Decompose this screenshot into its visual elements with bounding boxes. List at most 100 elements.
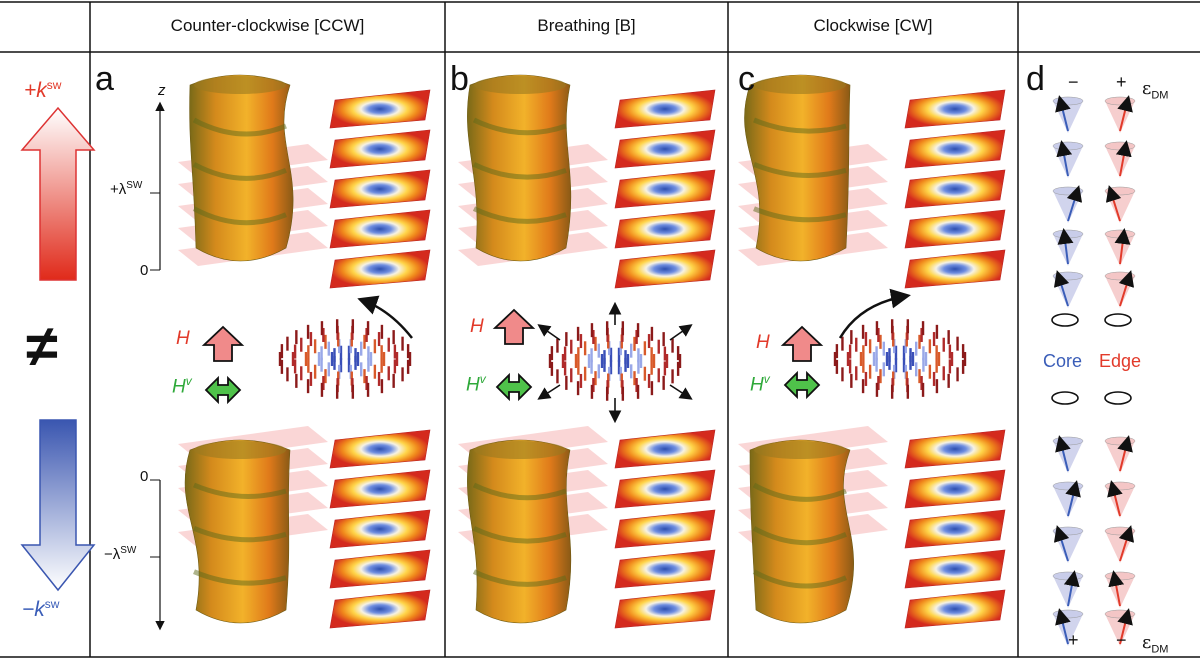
d-edge-top-3-rim [1104, 229, 1136, 239]
c-bottom-slab-2 [904, 509, 1006, 549]
d-loop-2 [1051, 391, 1079, 405]
d-edge-top-2-rim [1104, 186, 1136, 196]
d-top-minus: − [1068, 72, 1079, 92]
a-top-slab-face-3 [329, 209, 431, 249]
d-edge-bottom-3 [1104, 570, 1136, 608]
d-core-bottom-1 [1052, 480, 1084, 518]
d-core-top-3-rim [1052, 229, 1084, 239]
header-breathing: Breathing [B] [537, 16, 636, 35]
plus-lambda-sup: SW [126, 180, 143, 191]
b-bottom-slab-face-1 [614, 469, 716, 509]
a-bottom-slab-1 [329, 469, 431, 509]
c-bottom-slab-face-3 [904, 549, 1006, 589]
a-bottom-slab-2 [329, 509, 431, 549]
d-core-top-0 [1052, 95, 1084, 133]
c-top-slab-4 [904, 249, 1006, 289]
a-top-slab-2 [329, 169, 431, 209]
d-core-bottom-4-spin [1055, 608, 1071, 645]
b-bottom-tube-band-1 [472, 526, 567, 544]
b-vortex [548, 321, 682, 401]
b-bottom-slab-face-4 [614, 589, 716, 629]
breathing-arrow-5 [669, 384, 693, 400]
b-bottom-slab-face-0 [614, 429, 716, 469]
d-eps-bottom: εDM [1142, 632, 1168, 656]
d-bottom-plus: + [1068, 630, 1079, 650]
d-core-bottom-3 [1052, 570, 1084, 608]
plus-k-label: +ksw [24, 78, 61, 103]
d-core-bottom-0-rim [1052, 436, 1084, 446]
d-core-bottom-1-spin [1065, 480, 1081, 517]
zero-label-bottom: 0 [140, 468, 149, 485]
ccw-rotation-arrow [357, 295, 413, 339]
c-top-slab-face-1 [904, 129, 1006, 169]
c-bottom-tube-band-0 [752, 482, 847, 502]
d-core-top-1-spin [1056, 140, 1073, 177]
b-bottom-slab-2 [614, 509, 716, 549]
plus-lambda-label: +λSW [110, 180, 142, 198]
c-top-slab-face-4 [904, 249, 1006, 289]
header-ccw: Counter-clockwise [CCW] [170, 16, 365, 35]
d-core-top-0-spin [1055, 95, 1071, 132]
plus-k-sup: sw [46, 78, 62, 92]
c-bottom-tube-band-2 [752, 569, 847, 589]
minus-k-arrow [20, 419, 96, 592]
b-top-tube-band-0 [472, 117, 567, 136]
panel-label-b: b [450, 60, 469, 98]
b-top-slab-face-1 [614, 129, 716, 169]
a-top-slab-face-4 [329, 249, 431, 289]
b-top-slab-2 [614, 169, 716, 209]
hv-label-b: Hv [466, 372, 486, 396]
panel-label-c: c [738, 60, 755, 98]
d-edge-bottom-0-spin [1117, 435, 1133, 472]
c-top-tube-band-0 [753, 117, 847, 134]
axis-z-label: z [158, 82, 166, 99]
d-edge-top-3 [1104, 228, 1136, 266]
d-edge-top-1 [1104, 140, 1136, 178]
c-bottom-slab-face-0 [904, 429, 1006, 469]
d-edge-bottom-1 [1104, 480, 1136, 518]
a-top-slab-3 [329, 209, 431, 249]
d-edge-top-1-rim [1104, 141, 1136, 151]
h-label-c: H [756, 332, 770, 353]
c-top-tube-band-2 [753, 206, 847, 223]
d-edge-bottom-3-spin [1108, 570, 1125, 607]
a-top-tube-band-0 [192, 117, 287, 137]
d-edge-bottom-4-rim [1104, 609, 1136, 619]
b-top-slab-face-4 [614, 249, 716, 289]
a-bottom-slab-face-2 [329, 509, 431, 549]
h-label-a: H [176, 328, 190, 349]
a-bottom-slab-0 [329, 429, 431, 469]
d-edge-bottom-1-spin [1107, 480, 1123, 517]
d-bottom-minus: − [1116, 630, 1127, 650]
a-bottom-slab-3 [329, 549, 431, 589]
cw-rotation-arrow [838, 288, 911, 339]
c-bottom-tube-top [754, 441, 846, 459]
c-bottom-slab-face-4 [904, 589, 1006, 629]
d-loop-1 [1104, 313, 1132, 327]
minus-k-sup: sw [44, 597, 60, 611]
a-hv-arrow [204, 375, 242, 405]
d-top-plus: + [1116, 72, 1127, 92]
a-top-tube-top [194, 76, 286, 94]
a-bottom-slab-face-0 [329, 429, 431, 469]
d-edge-bottom-0 [1104, 435, 1136, 473]
c-bottom-slab-0 [904, 429, 1006, 469]
c-bottom-slab-face-1 [904, 469, 1006, 509]
c-top-slab-1 [904, 129, 1006, 169]
hv-text-b: H [466, 374, 480, 396]
c-vortex [833, 319, 967, 399]
c-top-slab-3 [904, 209, 1006, 249]
minus-lambda-label: −λSW [104, 545, 136, 563]
d-core-top-1-rim [1052, 141, 1084, 151]
d-edge-bottom-3-rim [1104, 571, 1136, 581]
a-h-arrow [201, 325, 245, 362]
c-bottom-slab-4 [904, 589, 1006, 629]
d-edge-bottom-2-rim [1104, 526, 1136, 536]
edge-label: Edge [1099, 351, 1142, 371]
d-core-bottom-2-rim [1052, 526, 1084, 536]
d-loop-3 [1104, 391, 1132, 405]
d-edge-top-0-spin [1117, 95, 1133, 132]
d-core-bottom-1-rim [1052, 481, 1084, 491]
core-label: Core [1043, 351, 1083, 371]
